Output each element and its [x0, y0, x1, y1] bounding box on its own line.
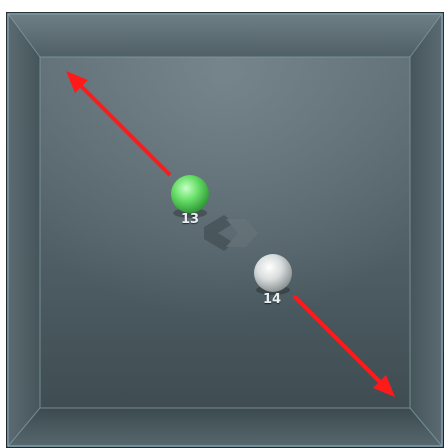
player-13-label: 13: [181, 212, 199, 227]
player-14-ball[interactable]: [254, 254, 292, 292]
wall-right: [410, 15, 441, 445]
player-14-label: 14: [263, 292, 281, 307]
arena: [6, 12, 444, 448]
player-13-ball[interactable]: [171, 175, 209, 213]
wall-bottom: [9, 408, 441, 445]
wall-left: [9, 15, 40, 445]
wall-top: [9, 15, 441, 57]
